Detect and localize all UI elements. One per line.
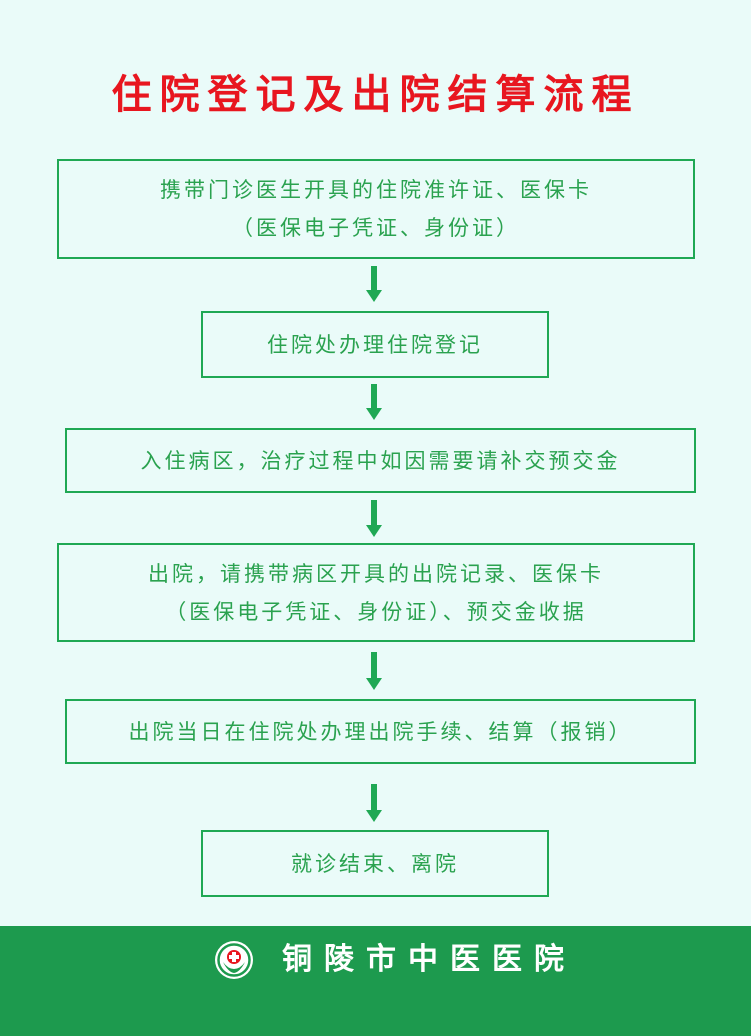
hospital-logo-icon bbox=[215, 941, 253, 979]
hospital-name: 铜陵市中医医院 bbox=[282, 942, 576, 977]
page-title: 住院登记及出院结算流程 bbox=[111, 71, 640, 118]
step-4-line-1: 出院，请携带病区开具的出院记录、医保卡 bbox=[148, 561, 604, 586]
step-1-box: 携带门诊医生开具的住院准许证、医保卡 （医保电子凭证、身份证） bbox=[57, 159, 695, 259]
arrow-down-icon bbox=[366, 384, 382, 420]
footer-band bbox=[0, 926, 751, 1036]
arrow-down-icon bbox=[366, 266, 382, 302]
step-6-box: 就诊结束、离院 bbox=[201, 830, 549, 897]
step-3-line-1: 入住病区，治疗过程中如因需要请补交预交金 bbox=[140, 448, 621, 473]
arrow-down-icon bbox=[366, 500, 382, 537]
step-5-line-1: 出院当日在住院处办理出院手续、结算（报销） bbox=[128, 719, 633, 744]
step-6-line-1: 就诊结束、离院 bbox=[291, 851, 459, 876]
arrow-down-icon bbox=[366, 784, 382, 822]
step-3-box: 入住病区，治疗过程中如因需要请补交预交金 bbox=[65, 428, 696, 493]
step-2-line-1: 住院处办理住院登记 bbox=[267, 332, 483, 357]
arrow-down-icon bbox=[366, 652, 382, 690]
step-4-line-2: （医保电子凭证、身份证）、预交金收据 bbox=[165, 599, 587, 624]
step-1-line-1: 携带门诊医生开具的住院准许证、医保卡 bbox=[160, 178, 592, 202]
step-1-line-2: （医保电子凭证、身份证） bbox=[232, 216, 520, 240]
step-4-box: 出院，请携带病区开具的出院记录、医保卡 （医保电子凭证、身份证）、预交金收据 bbox=[57, 543, 695, 642]
step-2-box: 住院处办理住院登记 bbox=[201, 311, 549, 378]
step-5-box: 出院当日在住院处办理出院手续、结算（报销） bbox=[65, 699, 696, 764]
